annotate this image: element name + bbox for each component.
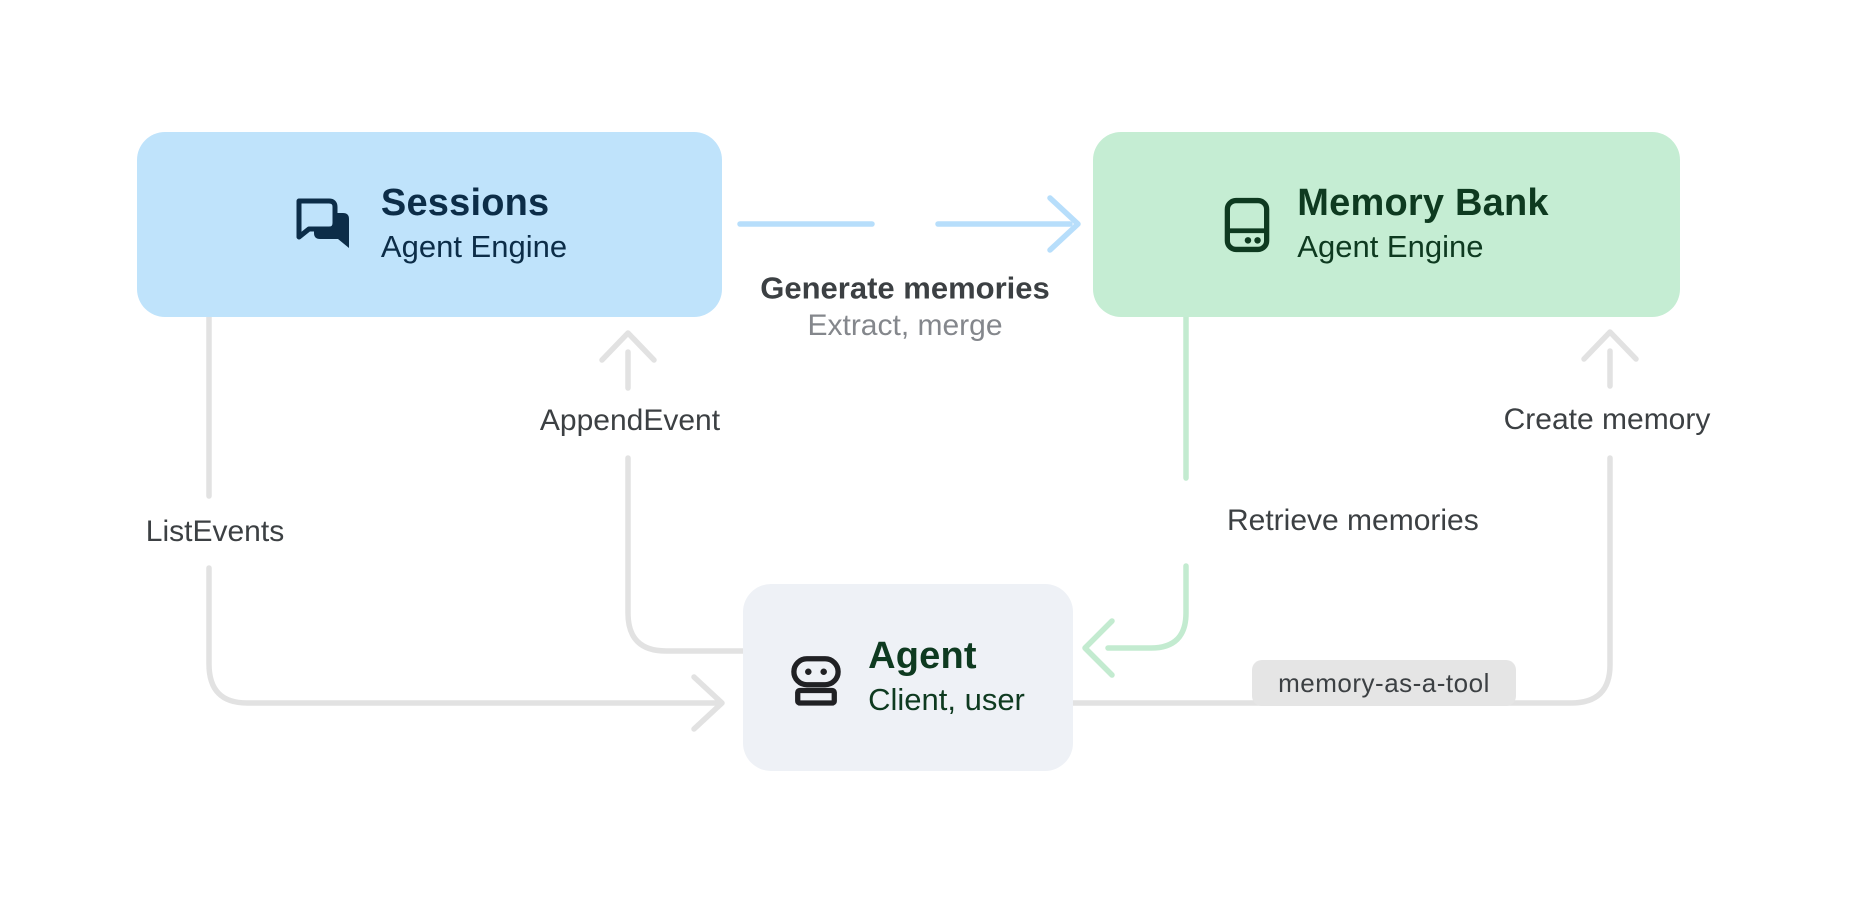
append-event-arrowhead (599, 330, 657, 363)
generate-sparkle-icon (876, 191, 934, 257)
edge-sublabel-extract-merge: Extract, merge (807, 309, 1003, 342)
retrieve-memories-arrowhead (1082, 618, 1115, 678)
edge-label-list-events: ListEvents (145, 515, 285, 548)
retrieve-memories-line (1105, 563, 1189, 651)
node-title: Agent (868, 634, 977, 677)
node-memory-bank: Memory Bank Agent Engine (1093, 132, 1680, 317)
edge-label-create-memory: Create memory (1503, 403, 1711, 436)
node-title: Memory Bank (1297, 181, 1549, 224)
list-events-arrowhead (691, 674, 725, 732)
node-sessions: Sessions Agent Engine (137, 132, 722, 317)
edge-label-retrieve-memories: Retrieve memories (1227, 504, 1479, 537)
edge-label-append-event: AppendEvent (539, 404, 721, 437)
create-memory-line (1070, 455, 1613, 706)
node-subtitle: Client, user (868, 682, 1025, 718)
node-subtitle: Agent Engine (380, 229, 568, 265)
list-events-line (206, 565, 719, 706)
append-event-line (625, 455, 746, 654)
robot-icon (791, 650, 841, 706)
edge-label-generate-memories: Generate memories (760, 270, 1050, 306)
chat-bubbles-icon (292, 197, 354, 253)
create-memory-arrowhead (1581, 329, 1639, 362)
memory-as-a-tool-badge: memory-as-a-tool (1252, 660, 1516, 706)
node-subtitle: Agent Engine (1297, 229, 1484, 265)
generate-memories-arrowhead (1047, 195, 1081, 253)
memory-storage-icon (1224, 197, 1270, 253)
node-agent: Agent Client, user (743, 584, 1073, 771)
node-title: Sessions (380, 181, 550, 224)
retrieve-sparkle-icon (1157, 490, 1213, 554)
